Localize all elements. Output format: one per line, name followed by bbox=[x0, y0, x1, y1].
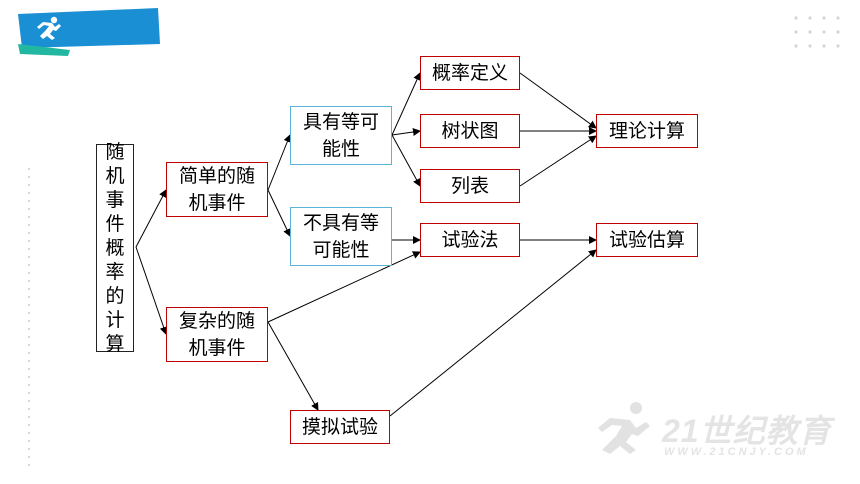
node-list-label: 列表 bbox=[450, 174, 489, 197]
dotted-line-decoration bbox=[28, 168, 30, 468]
node-trial-method: 试验法 bbox=[420, 223, 520, 257]
arrow-root-simple bbox=[135, 189, 167, 248]
dot-grid-decoration bbox=[794, 16, 840, 48]
node-tree-diagram: 树状图 bbox=[420, 114, 520, 148]
node-trial-estimation: 试验估算 bbox=[596, 223, 698, 257]
node-trial-estimation-label: 试验估算 bbox=[608, 228, 685, 251]
node-probability-definition: 概率定义 bbox=[420, 56, 520, 90]
node-root-label: 随 机 事 件 概 率 的 计 算 bbox=[105, 141, 125, 355]
arrow-complex-trial bbox=[267, 251, 421, 323]
title-banner bbox=[18, 8, 160, 56]
node-equal-likelihood: 具有等可 能性 bbox=[290, 106, 392, 165]
node-unequal-likelihood: 不具有等 可能性 bbox=[290, 207, 392, 266]
node-root: 随 机 事 件 概 率 的 计 算 bbox=[96, 141, 134, 355]
arrow-simulate-estimate bbox=[389, 249, 597, 417]
arrow-root-complex bbox=[135, 246, 168, 335]
node-theoretical-calculation-label: 理论计算 bbox=[608, 119, 685, 142]
node-trial-method-label: 试验法 bbox=[441, 228, 499, 251]
node-tree-diagram-label: 树状图 bbox=[441, 119, 499, 142]
node-theoretical-calculation: 理论计算 bbox=[596, 114, 698, 148]
node-simple-event: 简单的随 机事件 bbox=[166, 162, 268, 217]
node-complex-event: 复杂的随 机事件 bbox=[166, 307, 268, 362]
node-simulation-trial-label: 摸拟试验 bbox=[301, 415, 378, 438]
arrow-equal-definition bbox=[391, 72, 421, 136]
arrow-list-theory bbox=[519, 135, 597, 187]
watermark-brand: 21世纪教育 bbox=[662, 413, 832, 449]
arrow-equal-tree bbox=[391, 128, 421, 136]
running-man-logo bbox=[598, 402, 650, 454]
node-simple-event-label: 简单的随 机事件 bbox=[178, 164, 255, 214]
node-complex-event-label: 复杂的随 机事件 bbox=[178, 309, 255, 359]
node-unequal-likelihood-label: 不具有等 可能性 bbox=[302, 211, 379, 261]
node-list: 列表 bbox=[420, 169, 520, 203]
node-equal-likelihood-label: 具有等可 能性 bbox=[302, 110, 379, 160]
arrow-equal-list bbox=[391, 134, 421, 187]
running-man-icon bbox=[37, 16, 61, 40]
watermark-site: WWW.21CNJY.COM bbox=[664, 446, 809, 458]
arrow-complex-simulate bbox=[267, 321, 319, 411]
arrow-simple-unequal bbox=[267, 189, 291, 237]
arrow-simple-equal bbox=[267, 134, 292, 191]
arrow-definition-theory bbox=[519, 72, 597, 129]
node-probability-definition-label: 概率定义 bbox=[431, 61, 508, 84]
node-simulation-trial: 摸拟试验 bbox=[290, 410, 390, 444]
